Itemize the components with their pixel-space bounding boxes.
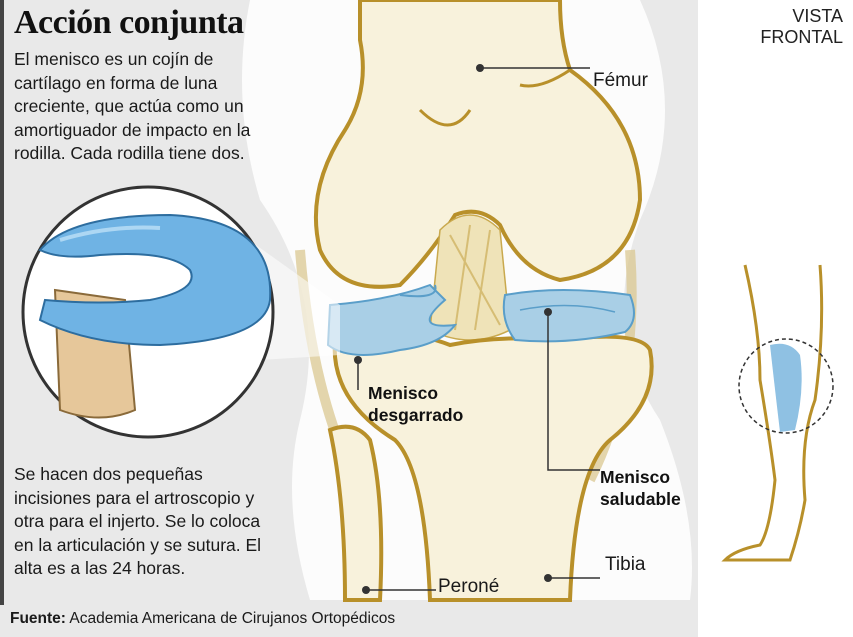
knee-location-circle xyxy=(738,338,834,434)
tibia-dot xyxy=(544,574,552,582)
fibula-dot xyxy=(362,586,370,594)
healthy-meniscus-label: Menisco saludable xyxy=(600,466,681,510)
magnified-meniscus xyxy=(38,213,272,347)
tibia-bone xyxy=(332,331,654,602)
fibula-label: Peroné xyxy=(438,576,500,597)
view-label: VISTA FRONTAL xyxy=(760,6,843,48)
healthy-dot xyxy=(544,308,552,316)
femur-condyle-line xyxy=(418,108,472,127)
leg-highlight xyxy=(770,343,802,432)
leg-silhouette xyxy=(721,264,824,562)
view-label-line2: FRONTAL xyxy=(760,27,843,47)
page-title: Acción conjunta xyxy=(14,4,244,41)
healthy-meniscus-line2: saludable xyxy=(600,489,681,509)
tibia-label: Tibia xyxy=(605,554,646,575)
torn-dot xyxy=(354,356,362,364)
femur-label: Fémur xyxy=(593,70,648,91)
source-label: Fuente: xyxy=(10,610,66,627)
healthy-meniscus xyxy=(502,289,635,343)
femur-shaft-line xyxy=(519,68,571,88)
torn-meniscus-label: Menisco desgarrado xyxy=(368,382,463,426)
source-text: Academia Americana de Cirujanos Ortopédi… xyxy=(69,610,396,627)
torn-meniscus-line2: desgarrado xyxy=(368,405,464,425)
femur-bone xyxy=(313,0,643,289)
femur-dot xyxy=(476,64,484,72)
source-footer: Fuente: Academia Americana de Cirujanos … xyxy=(10,610,395,628)
procedure-paragraph: Se hacen dos pequeñas incisiones para el… xyxy=(14,464,262,578)
view-label-line1: VISTA xyxy=(792,6,843,26)
intro-paragraph: El menisco es un cojín de cartílago en f… xyxy=(14,49,251,163)
healthy-meniscus-line1: Menisco xyxy=(600,467,671,487)
fibula-bone xyxy=(327,424,384,602)
torn-meniscus xyxy=(326,283,458,356)
healthy-leader xyxy=(547,312,600,471)
torn-meniscus-line1: Menisco xyxy=(368,383,439,403)
left-edge-rule xyxy=(0,0,4,605)
